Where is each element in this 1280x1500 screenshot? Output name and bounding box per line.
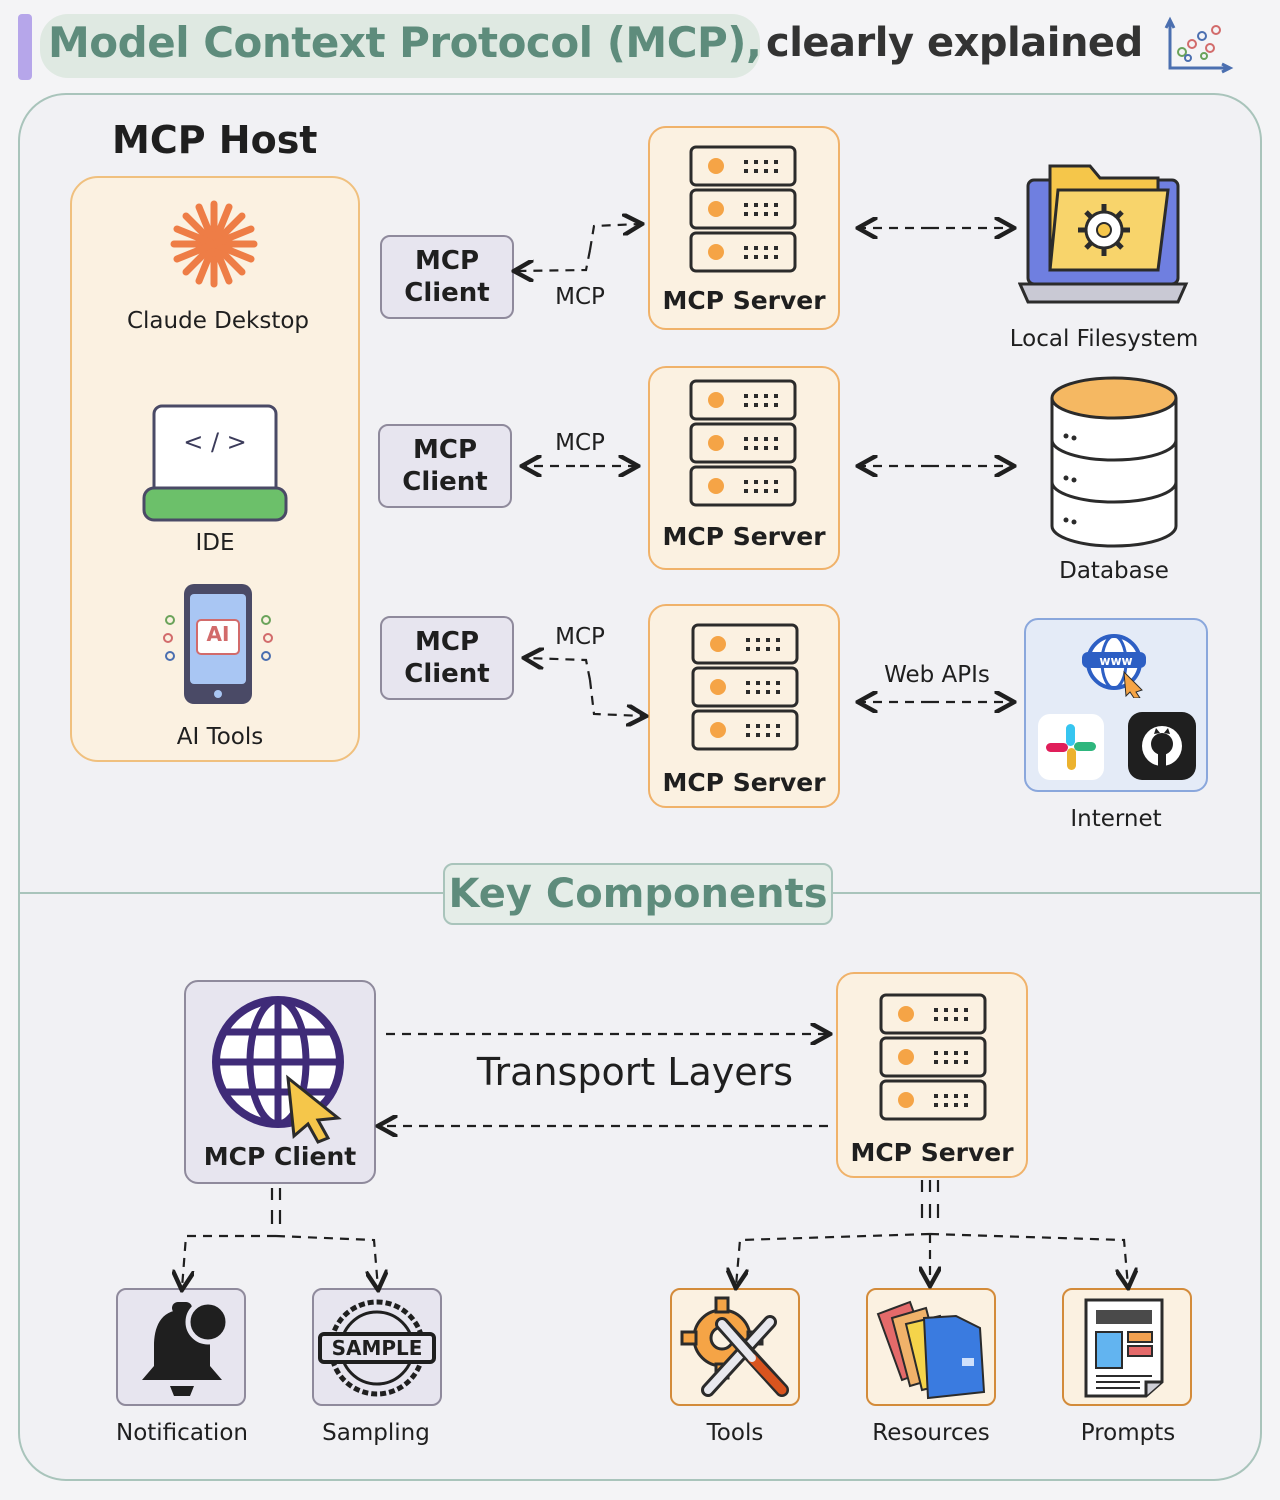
mcp-client-2-line1: MCP <box>412 435 477 465</box>
local-filesystem-icon <box>1018 164 1189 304</box>
mcp-host-label: MCP Host <box>112 118 318 162</box>
web-apis-label: Web APIs <box>884 662 990 688</box>
tools-gear-wrench-icon <box>680 1296 789 1397</box>
mcp-client-2-line2: Client <box>402 467 488 497</box>
mcp-client-box-1: MCP Client <box>380 235 514 319</box>
page-subtitle: clearly explained <box>766 20 1143 66</box>
globe-cursor-icon <box>212 996 344 1144</box>
slack-icon <box>1038 714 1104 780</box>
notification-label: Notification <box>116 1420 248 1446</box>
host-app-ide-label: IDE <box>195 530 235 556</box>
mcp-client-3-line2: Client <box>404 659 490 689</box>
sample-stamp-icon <box>318 1299 436 1397</box>
kc-server-rack-icon <box>879 993 987 1121</box>
server-rack-icon-3 <box>691 623 799 751</box>
sample-stamp-text: SAMPLE <box>331 1336 423 1360</box>
ai-tools-icon <box>163 584 273 704</box>
title-accent-bar <box>18 14 32 80</box>
server-rack-icon-2 <box>689 379 797 507</box>
prompts-label: Prompts <box>1080 1420 1176 1446</box>
internet-label: Internet <box>1070 806 1162 832</box>
protocol-label-1: MCP <box>555 284 605 310</box>
protocol-label-2: MCP <box>555 430 605 456</box>
mcp-server-3-label: MCP Server <box>662 768 826 797</box>
ide-code-text: < / > <box>183 428 247 456</box>
host-app-claude-label: Claude Dekstop <box>126 308 310 334</box>
mcp-server-1-label: MCP Server <box>662 286 826 315</box>
github-icon <box>1128 712 1196 780</box>
title-highlight <box>40 14 760 78</box>
ai-badge-text: AI <box>206 622 230 646</box>
mcp-client-3-line1: MCP <box>414 627 479 657</box>
database-icon <box>1050 376 1178 548</box>
transport-layers-label: Transport Layers <box>476 1050 794 1094</box>
local-filesystem-label: Local Filesystem <box>1009 326 1199 352</box>
www-globe-icon <box>1082 634 1146 698</box>
mcp-server-2-label: MCP Server <box>662 522 826 551</box>
kc-mcp-client-label: MCP Client <box>203 1142 357 1171</box>
server-rack-icon-1 <box>689 145 797 273</box>
www-text: www <box>1099 654 1133 668</box>
notification-bell-icon <box>142 1299 231 1396</box>
mcp-server-box-3: MCP Server <box>648 604 840 808</box>
ide-icon <box>142 404 288 522</box>
sampling-label: Sampling <box>322 1420 430 1446</box>
page-title: Model Context Protocol (MCP), <box>48 18 762 67</box>
database-label: Database <box>1059 558 1169 584</box>
prompts-document-icon <box>1084 1298 1164 1398</box>
mcp-client-1-line1: MCP <box>414 246 479 276</box>
kc-mcp-server-label: MCP Server <box>850 1138 1014 1167</box>
key-components-title: Key Components <box>443 863 833 925</box>
mcp-client-box-2: MCP Client <box>378 424 512 508</box>
host-app-ai-tools-label: AI Tools <box>176 724 264 750</box>
mcp-client-1-line2: Client <box>404 278 490 308</box>
claude-logo-icon <box>170 200 258 288</box>
mcp-client-box-3: MCP Client <box>380 616 514 700</box>
resources-label: Resources <box>872 1420 990 1446</box>
mcp-server-box-1: MCP Server <box>648 126 840 330</box>
tools-label: Tools <box>706 1420 764 1446</box>
scatter-logo-icon <box>1164 16 1234 74</box>
resources-folders-icon <box>876 1300 986 1400</box>
protocol-label-3: MCP <box>555 624 605 650</box>
